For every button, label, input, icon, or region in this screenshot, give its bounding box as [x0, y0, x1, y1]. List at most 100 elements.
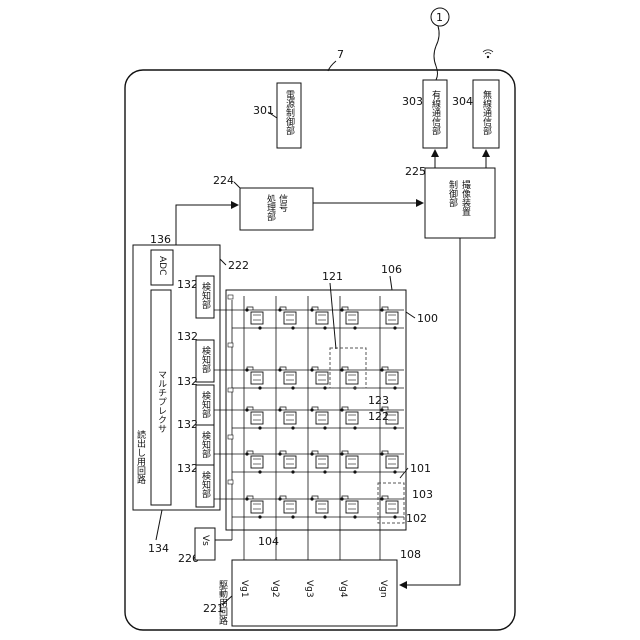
signal-ref: 224	[213, 174, 234, 187]
photoelectric-element	[284, 312, 296, 324]
node-dot	[353, 326, 356, 329]
photoelectric-element	[284, 456, 296, 468]
node-dot	[340, 308, 343, 311]
node-dot	[393, 426, 396, 429]
adc-ref: 136	[150, 233, 171, 246]
node-dot	[258, 386, 261, 389]
imaging-ctrl-ref: 225	[405, 165, 426, 178]
ref-106: 106	[381, 263, 402, 276]
node-dot	[393, 326, 396, 329]
node-dot	[291, 326, 294, 329]
ref-106-leader	[390, 276, 392, 290]
readout-circuit-label: 読出し用回路	[135, 429, 146, 485]
photoelectric-element	[251, 456, 263, 468]
frame-terminal	[228, 435, 233, 439]
node-dot	[353, 426, 356, 429]
node-dot	[380, 368, 383, 371]
ref-122: 122	[368, 410, 389, 423]
node-dot	[245, 368, 248, 371]
gate-vgn: Vgn	[378, 580, 388, 598]
node-dot	[278, 408, 281, 411]
gate-vg3: Vg3	[304, 580, 314, 598]
array-ref: 100	[417, 312, 438, 325]
wireless-ref: 304	[452, 95, 473, 108]
readout-ref: 222	[228, 259, 249, 272]
node-dot	[245, 497, 248, 500]
array-ref-leader	[406, 312, 415, 318]
node-dot	[278, 452, 281, 455]
photoelectric-element	[251, 372, 263, 384]
gate-vg2: Vg2	[270, 580, 280, 598]
detector-label: 検知部	[200, 281, 211, 310]
photoelectric-element	[386, 312, 398, 324]
node-dot	[258, 515, 261, 518]
node-dot	[245, 452, 248, 455]
photoelectric-element	[251, 312, 263, 324]
node-dot	[380, 452, 383, 455]
node-dot	[380, 497, 383, 500]
driver-circuit-block	[232, 560, 397, 626]
node-dot	[310, 452, 313, 455]
detector-label: 検知部	[200, 345, 211, 374]
photoelectric-element	[346, 501, 358, 513]
node-dot	[323, 470, 326, 473]
node-dot	[291, 515, 294, 518]
adc-label: ADC	[157, 256, 167, 275]
photoelectric-element	[251, 412, 263, 424]
node-dot	[323, 326, 326, 329]
detector-label: 検知部	[200, 390, 211, 419]
node-dot	[340, 497, 343, 500]
driver-circuit-label: 駆動用回路	[217, 580, 228, 626]
node-dot	[323, 515, 326, 518]
node-dot	[278, 497, 281, 500]
photoelectric-element	[346, 312, 358, 324]
frame-terminal	[228, 295, 233, 299]
node-dot	[380, 308, 383, 311]
ref-121-leader	[330, 283, 336, 349]
ref-102: 102	[406, 512, 427, 525]
detector-label: 検知部	[200, 470, 211, 499]
readout-ref-leader	[220, 259, 226, 265]
photoelectric-element	[316, 456, 328, 468]
node-dot	[340, 368, 343, 371]
ref-123: 123	[368, 394, 389, 407]
detector-ref: 132	[177, 375, 198, 388]
photoelectric-element	[284, 501, 296, 513]
node-dot	[291, 426, 294, 429]
arrow-control-to-driver	[400, 238, 460, 585]
node-dot	[323, 426, 326, 429]
node-dot	[245, 408, 248, 411]
wired-ref: 303	[402, 95, 423, 108]
node-dot	[310, 497, 313, 500]
node-dot	[323, 386, 326, 389]
photoelectric-element	[284, 372, 296, 384]
node-dot	[278, 368, 281, 371]
ref-134-leader	[156, 510, 162, 540]
node-dot	[353, 515, 356, 518]
vs-label: Vs	[200, 535, 210, 546]
ref-108: 108	[400, 548, 421, 561]
photoelectric-element	[316, 501, 328, 513]
node-dot	[340, 452, 343, 455]
node-dot	[393, 470, 396, 473]
imaging-control-label-1: 撮像装置	[460, 179, 471, 216]
node-dot	[310, 368, 313, 371]
signal-processing-label-2: 処理部	[265, 193, 276, 222]
ref-101-leader	[400, 468, 408, 478]
power-ref: 301	[253, 104, 274, 117]
node-dot	[353, 470, 356, 473]
device-ref: 7	[337, 48, 344, 61]
photoelectric-element	[386, 456, 398, 468]
node-dot	[258, 426, 261, 429]
frame-terminal	[228, 343, 233, 347]
node-dot	[258, 470, 261, 473]
ref-134: 134	[148, 542, 169, 555]
pixel-grid	[214, 295, 404, 568]
photoelectric-element	[346, 456, 358, 468]
ref-104: 104	[258, 535, 279, 548]
power-control-label: 電源制御部	[284, 90, 295, 136]
detector-ref: 132	[177, 330, 198, 343]
node-dot	[393, 515, 396, 518]
ref-121: 121	[322, 270, 343, 283]
